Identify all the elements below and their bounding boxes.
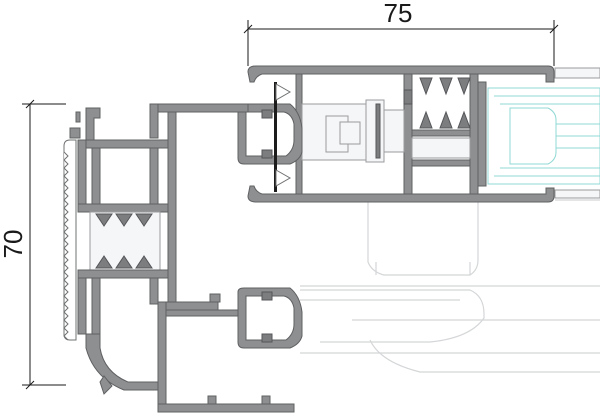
width-dimension-label: 75 — [384, 0, 413, 28]
serrated-gasket — [63, 111, 81, 341]
sash-hook-profile — [237, 103, 303, 165]
frame-profile — [77, 103, 295, 413]
height-dimension-label: 70 — [0, 230, 28, 259]
lower-hook-profile — [237, 287, 303, 349]
sash-seal — [274, 82, 292, 192]
glazing-unit — [487, 67, 600, 199]
locking-hardware — [301, 99, 405, 163]
width-dimension: 75 — [243, 0, 559, 66]
height-dimension: 70 — [0, 99, 66, 390]
ghost-hardware-outline — [300, 199, 600, 373]
